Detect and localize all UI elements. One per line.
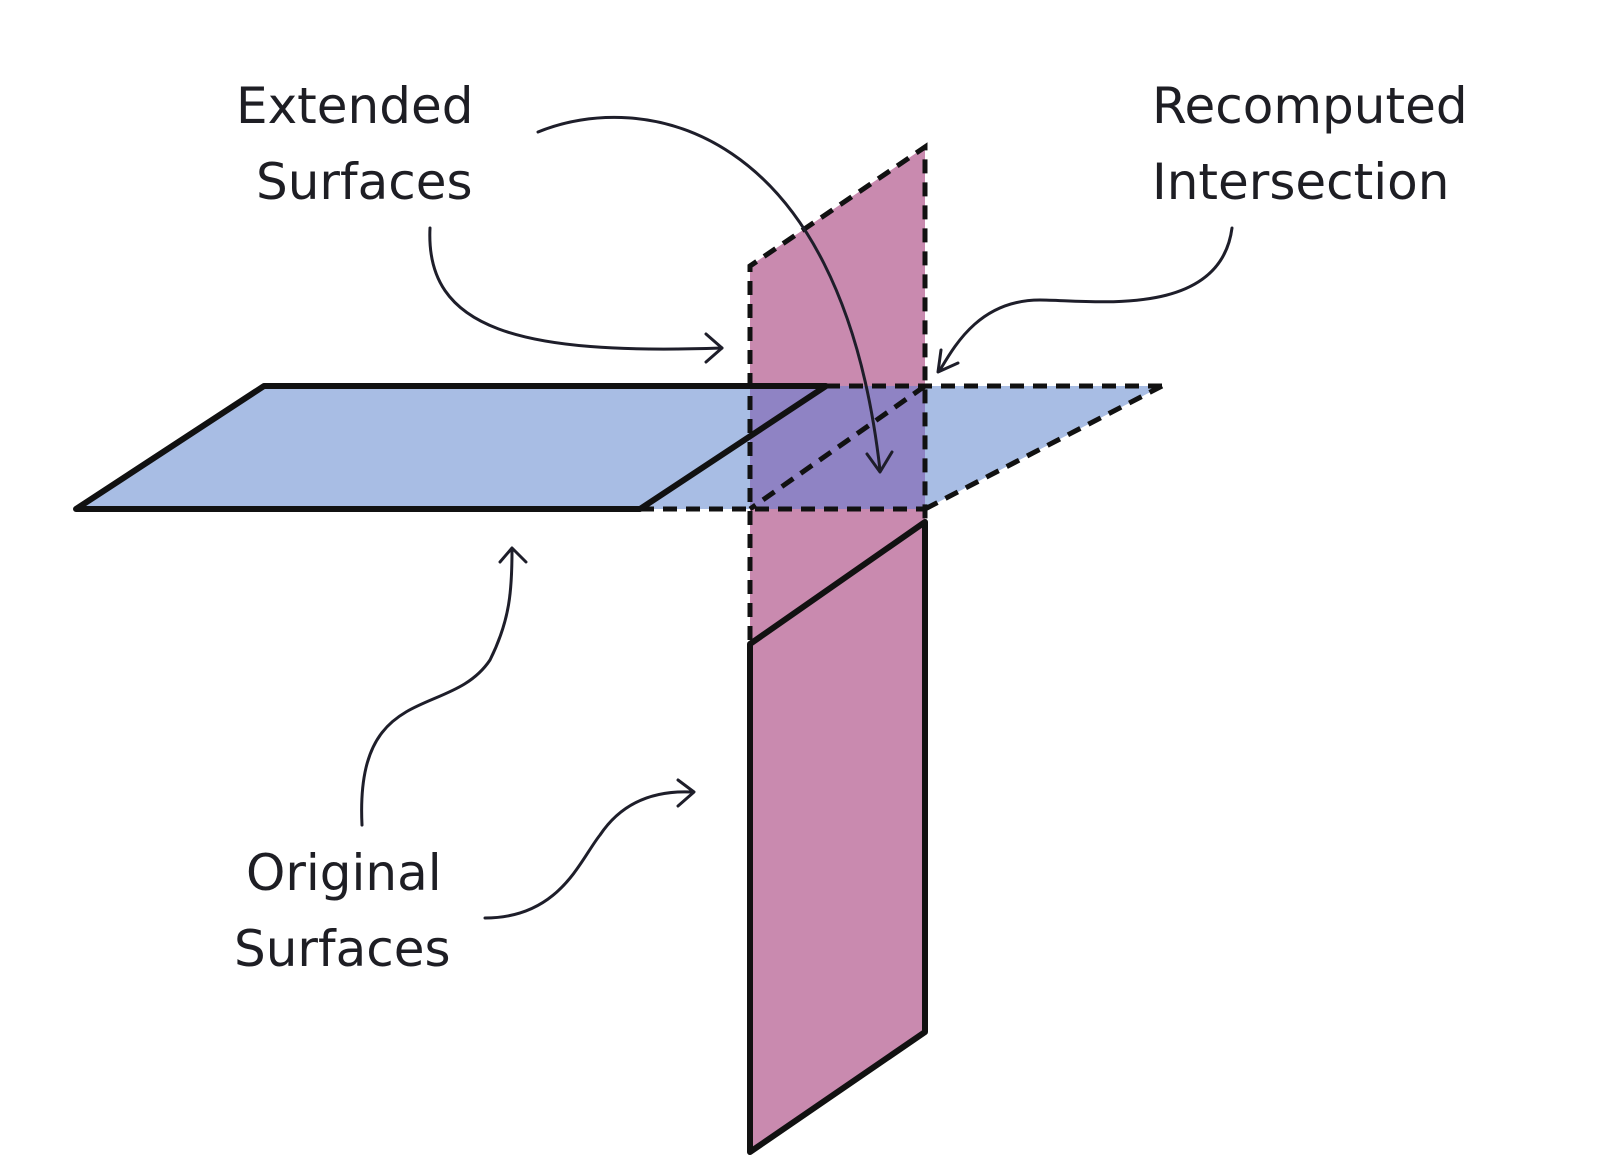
extended-to-intersection-arrow	[536, 115, 894, 474]
label-extended-line1: Extended	[236, 77, 473, 135]
recomputed-intersection-arrow	[936, 226, 1234, 374]
label-recomputed-line1: Recomputed	[1152, 77, 1468, 135]
label-recomputed-line2: Intersection	[1152, 153, 1449, 211]
label-original-line1: Original	[246, 844, 442, 902]
original-surface-edges	[73, 383, 928, 1155]
vertical-surface-fill	[750, 147, 925, 1152]
label-original-line2: Surfaces	[234, 920, 451, 978]
original-horizontal-arrow	[360, 546, 528, 827]
label-extended-line2: Surfaces	[256, 153, 473, 211]
extended-surfaces-arrow	[428, 226, 724, 364]
overlap-region	[750, 386, 925, 509]
extended-surface-edges	[640, 142, 1164, 640]
original-vertical-arrow	[483, 778, 696, 920]
